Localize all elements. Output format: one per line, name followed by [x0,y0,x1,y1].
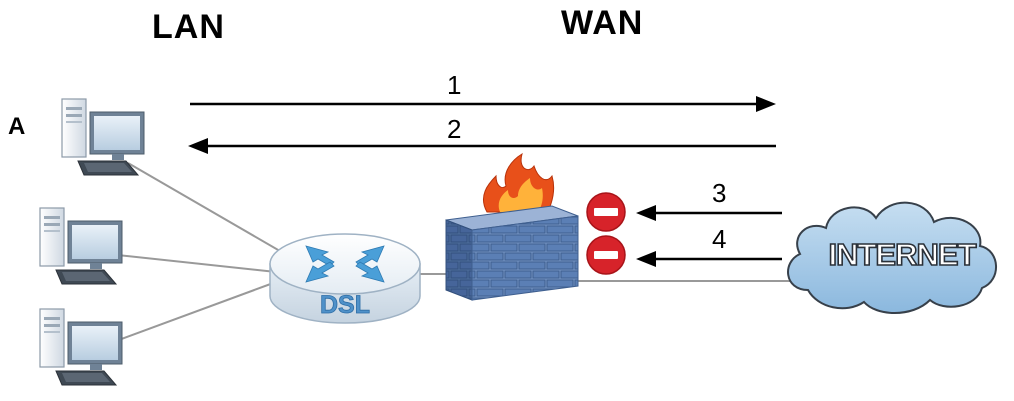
link-computer-3-router [107,281,277,345]
arrow-3 [636,205,782,221]
arrow-2-number: 2 [447,114,462,144]
computer-a-label: A [8,113,26,140]
arrow-4-number: 4 [712,224,727,254]
arrow-3-number: 3 [712,178,727,208]
arrow-1 [190,96,776,112]
link-computer-a-router [127,162,293,259]
link-computer-2-router [107,253,277,273]
firewall-icon [445,152,579,301]
no-entry-icon-arrow-4 [586,235,626,275]
lan-zone-label: LAN [152,8,225,46]
arrow-1-number: 1 [447,70,462,100]
arrow-2 [188,138,776,154]
computer-2 [39,207,123,285]
computer-a [61,98,145,176]
wan-zone-label: WAN [561,4,644,42]
network-connections [107,162,795,345]
internet-label: INTERNET [829,237,977,272]
router-label: DSL [320,291,370,319]
computer-3 [39,308,123,386]
router-icon: DSL [269,233,421,324]
cloud-icon: INTERNET [787,201,997,314]
traffic-arrows [188,96,782,267]
no-entry-icon-arrow-3 [586,192,626,232]
arrow-4 [636,251,782,267]
